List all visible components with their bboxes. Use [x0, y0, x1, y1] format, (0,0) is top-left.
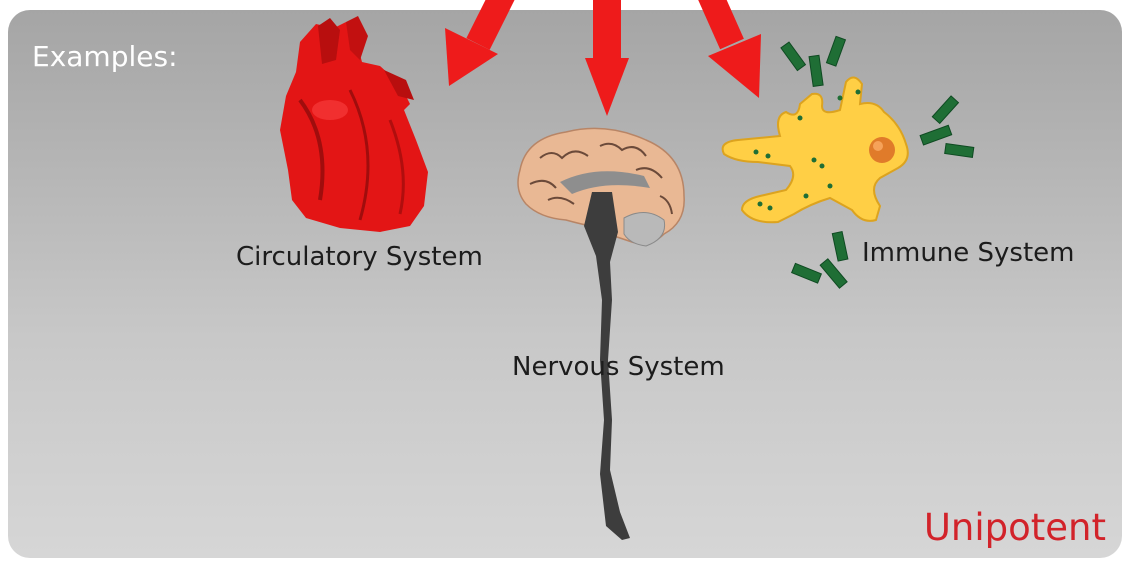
circulatory-system-label: Circulatory System [236, 242, 483, 272]
nervous-system-label: Nervous System [512, 352, 725, 382]
arrow-center [585, 0, 629, 116]
arrow-left [445, 0, 505, 86]
examples-label: Examples: [32, 40, 178, 73]
immune-cell-icon [723, 77, 908, 222]
heart-icon [280, 16, 428, 232]
potency-label: Unipotent [924, 506, 1106, 549]
arrow-right [708, 0, 761, 98]
immune-system-label: Immune System [862, 238, 1075, 268]
